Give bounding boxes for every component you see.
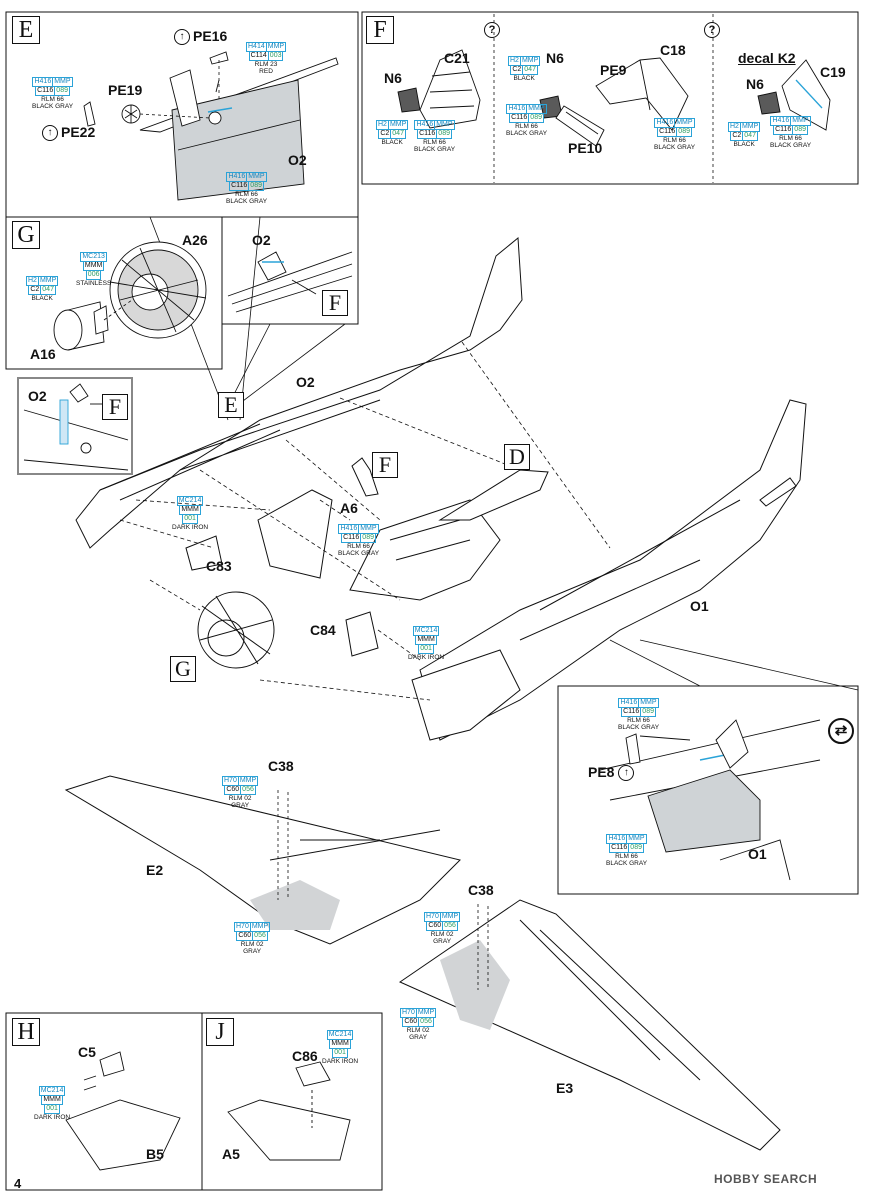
o2-detail-frame: [221, 216, 359, 325]
color-tag-mc214-main: MC214 MMM 001 DARK IRON: [172, 496, 209, 531]
label-pe10: PE10: [568, 140, 603, 156]
label-o2-inset: O2: [28, 388, 47, 404]
label-o1-inset: O1: [748, 846, 767, 862]
o2-inset-frame: [17, 377, 133, 475]
label-a16: A16: [30, 346, 56, 362]
color-tag-mc214-j: MC214 MMM 001 DARK IRON: [322, 1030, 359, 1065]
label-pe22: ↑PE22: [42, 124, 95, 142]
section-f-frame: [361, 11, 859, 185]
label-pe9: PE9: [600, 62, 627, 78]
label-c86: C86: [292, 1048, 318, 1064]
ref-f-main: F: [372, 452, 398, 478]
label-n6-a: N6: [384, 70, 402, 86]
label-a5: A5: [222, 1146, 240, 1162]
label-b5: B5: [146, 1146, 164, 1162]
label-o2-detail: O2: [252, 232, 271, 248]
swap-icon: ⇄: [828, 718, 854, 744]
flip-arrow-icon: ↑: [618, 765, 635, 782]
color-tag-mc214-c84: MC214 MMM 001 DARK IRON: [408, 626, 445, 661]
label-a26: A26: [182, 232, 208, 248]
wing-e2: [64, 775, 461, 945]
color-tag-mc214-h: MC214 MMM 001 DARK IRON: [34, 1086, 71, 1121]
option-icon: ?: [484, 22, 500, 38]
label-pe19: PE19: [108, 82, 143, 98]
section-j-letter: J: [206, 1018, 234, 1046]
section-e-letter: E: [12, 16, 40, 44]
label-e2: E2: [146, 862, 164, 878]
pe8-inset-frame: [557, 685, 859, 895]
label-n6-b: N6: [546, 50, 564, 66]
section-h-letter: H: [12, 1018, 40, 1046]
label-c83: C83: [206, 558, 232, 574]
watermark: HOBBY SEARCH: [714, 1172, 818, 1186]
label-pe16: ↑PE16: [174, 28, 227, 46]
ref-g-main: G: [170, 656, 196, 682]
label-c38-b: C38: [468, 882, 494, 898]
label-c21: C21: [444, 50, 470, 66]
flip-arrow-icon: ↑: [42, 125, 58, 142]
option-icon: ?: [704, 22, 720, 38]
label-decal-k2: decal K2: [738, 50, 796, 66]
ref-f-detail: F: [322, 290, 348, 316]
section-j-frame: [201, 1012, 383, 1191]
label-n6-c: N6: [746, 76, 764, 92]
color-tag-mc213: MC213 MMM 006 STAINLESS: [76, 252, 112, 287]
label-c18: C18: [660, 42, 686, 58]
label-c84: C84: [310, 622, 336, 638]
fuselage-half-o2: [75, 236, 523, 549]
label-o1-main: O1: [690, 598, 709, 614]
page-number: 4: [14, 1176, 22, 1191]
fuselage-half-o1: [419, 399, 807, 741]
label-pe8: PE8 ↑: [588, 764, 637, 782]
label-a6: A6: [340, 500, 358, 516]
section-g-letter: G: [12, 221, 40, 249]
label-c5: C5: [78, 1044, 96, 1060]
label-c19: C19: [820, 64, 846, 80]
label-o2-e: O2: [288, 152, 307, 168]
section-f-letter: F: [366, 16, 394, 44]
flip-arrow-icon: ↑: [174, 29, 190, 46]
label-e3: E3: [556, 1080, 574, 1096]
ref-e-main: E: [218, 392, 244, 418]
ref-d-main: D: [504, 444, 530, 470]
label-o2-main: O2: [296, 374, 315, 390]
label-c38-a: C38: [268, 758, 294, 774]
ref-f-inset: F: [102, 394, 128, 420]
